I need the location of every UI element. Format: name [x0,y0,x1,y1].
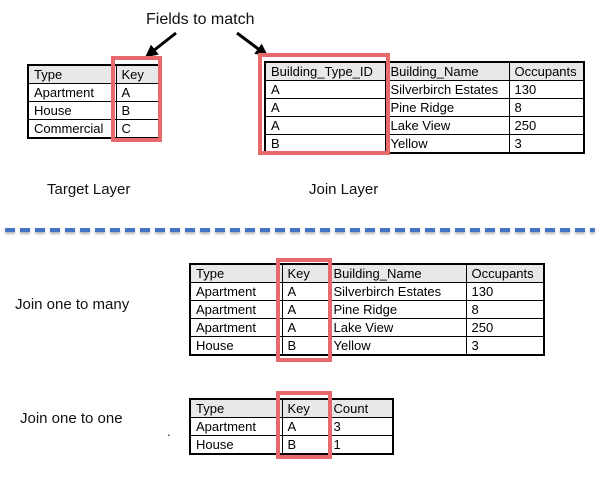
cell: A [264,80,386,99]
table-row: Apartment A Lake View 250 [189,318,545,337]
cell: Apartment [189,417,283,436]
column-header: Building_Name [327,263,467,283]
cell: Apartment [27,83,117,102]
cell: B [115,101,162,120]
table-row: A Pine Ridge 8 [264,98,585,117]
one-to-many-table: Type Key Building_Name Occupants Apartme… [189,263,545,356]
cell: Pine Ridge [384,98,510,117]
cell: B [281,336,329,356]
cell: A [264,98,386,117]
left-arrow [145,31,177,58]
column-header: Type [27,64,117,84]
cell: Yellow [384,134,510,154]
cell: 3 [465,336,545,356]
column-header: Key [115,64,162,84]
column-header: Type [189,263,283,283]
cell: 3 [327,417,394,436]
match-arrows [145,31,269,58]
cell: A [115,83,162,102]
join-one-to-one-label: Join one to one [20,410,123,427]
cell: A [281,300,329,319]
join-one-to-many-label: Join one to many [15,296,130,313]
target-layer-label: Target Layer [47,181,131,198]
column-header: Count [327,398,394,418]
table-row: Apartment A [27,83,162,102]
target-layer-table: Type Key Apartment A House B Commercial … [27,64,162,139]
cell: Silverbirch Estates [384,80,510,99]
cell: B [264,134,386,154]
column-header: Type [189,398,283,418]
cell: Lake View [327,318,467,337]
table-row: Commercial C [27,119,162,139]
cell: Lake View [384,116,510,135]
join-layer-table: Building_Type_ID Building_Name Occupants… [264,61,585,154]
column-header: Occupants [465,263,545,283]
dashed-divider [5,228,595,232]
table-row: A Lake View 250 [264,116,585,135]
cell: House [189,336,283,356]
table-header-row: Type Key Count [189,398,394,418]
stray-dot: . [167,424,171,439]
table-header-row: Type Key Building_Name Occupants [189,263,545,283]
join-layer-label: Join Layer [309,181,379,198]
column-header: Key [281,398,329,418]
fields-to-match-label: Fields to match [146,11,255,28]
cell: 8 [508,98,585,117]
table-row: A Silverbirch Estates 130 [264,80,585,99]
table-row: House B 1 [189,435,394,455]
cell: Silverbirch Estates [327,282,467,301]
cell: A [281,417,329,436]
table-row: Apartment A Pine Ridge 8 [189,300,545,319]
cell: A [264,116,386,135]
cell: 1 [327,435,394,455]
column-header: Key [281,263,329,283]
cell: Commercial [27,119,117,139]
cell: Apartment [189,318,283,337]
cell: B [281,435,329,455]
cell: A [281,318,329,337]
cell: 3 [508,134,585,154]
table-header-row: Building_Type_ID Building_Name Occupants [264,61,585,81]
cell: C [115,119,162,139]
cell: 250 [508,116,585,135]
cell: Pine Ridge [327,300,467,319]
cell: 8 [465,300,545,319]
table-row: House B [27,101,162,120]
column-header: Building_Name [384,61,510,81]
table-row: Apartment A Silverbirch Estates 130 [189,282,545,301]
table-row: House B Yellow 3 [189,336,545,356]
column-header: Occupants [508,61,585,81]
one-to-one-table: Type Key Count Apartment A 3 House B 1 [189,398,394,455]
cell: House [27,101,117,120]
right-arrow [236,31,269,57]
cell: Apartment [189,300,283,319]
table-row: B Yellow 3 [264,134,585,154]
cell: Apartment [189,282,283,301]
cell: 250 [465,318,545,337]
cell: Yellow [327,336,467,356]
table-header-row: Type Key [27,64,162,84]
column-header: Building_Type_ID [264,61,386,81]
cell: 130 [508,80,585,99]
cell: A [281,282,329,301]
cell: House [189,435,283,455]
cell: 130 [465,282,545,301]
table-row: Apartment A 3 [189,417,394,436]
